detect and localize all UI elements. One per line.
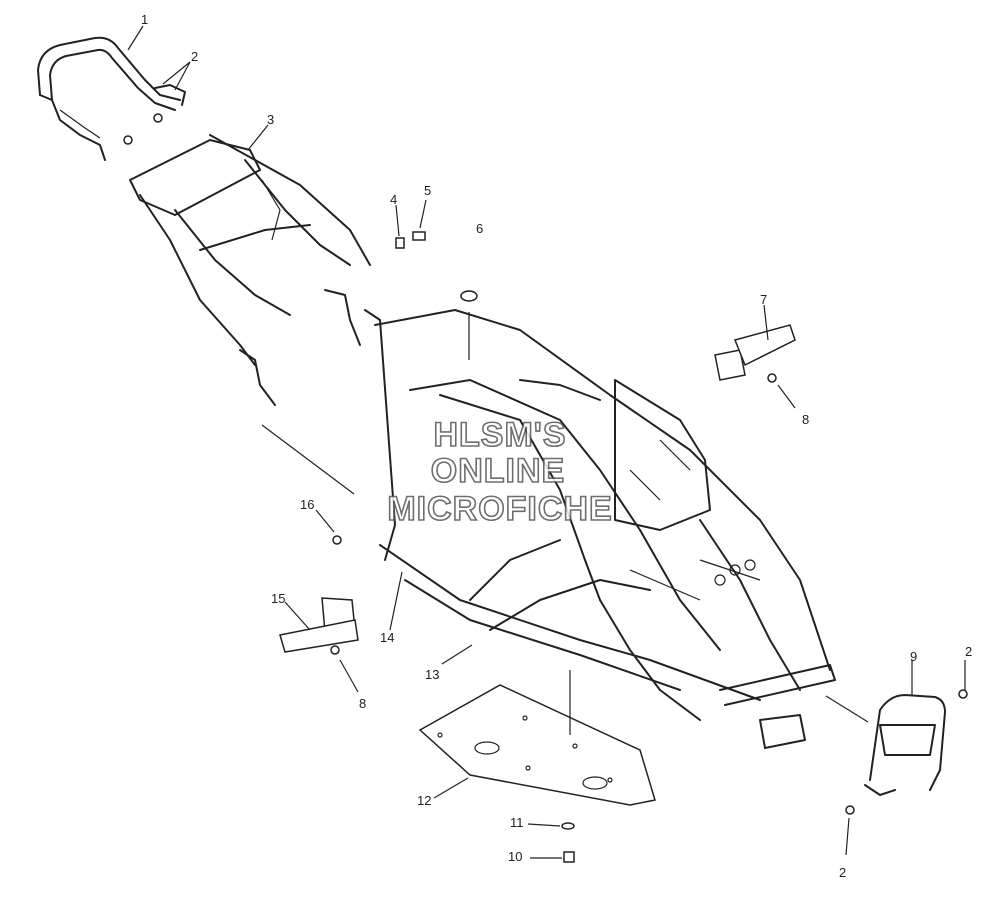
- watermark-line-1: HLSM'S: [433, 416, 566, 454]
- callout-16: 16: [300, 497, 314, 512]
- callout-15: 15: [271, 591, 285, 606]
- callout-9: 9: [910, 649, 917, 664]
- callout-7: 7: [760, 292, 767, 307]
- callout-3: 3: [267, 112, 274, 127]
- main-frame: [364, 309, 836, 749]
- callout-13: 13: [425, 667, 439, 682]
- part-7-footrest-right: [714, 324, 796, 381]
- watermark: HLSM'S ONLINE MICROFICHE: [387, 415, 613, 529]
- callout-labels: 1 2 3 4 5 6 7 8 16 15 14 8 13 9 2 12 11 …: [141, 12, 972, 880]
- watermark-line-3: MICROFICHE: [387, 490, 612, 528]
- callout-12: 12: [417, 793, 431, 808]
- part-3-rear-subframe: [129, 134, 371, 406]
- part-1-rear-rack-bar: [37, 36, 186, 161]
- callout-11: 11: [510, 815, 524, 830]
- callout-8-left: 8: [359, 696, 366, 711]
- part-15-footrest-left: [279, 597, 359, 653]
- callout-1: 1: [141, 12, 148, 27]
- callout-10: 10: [508, 849, 522, 864]
- callout-5: 5: [424, 183, 431, 198]
- callout-6: 6: [476, 221, 483, 236]
- part-9-front-bumper: [864, 694, 946, 796]
- callout-14: 14: [380, 630, 394, 645]
- part-12-skid-plate: [418, 684, 656, 806]
- callout-2-front-bottom: 2: [839, 865, 846, 880]
- callout-8-right: 8: [802, 412, 809, 427]
- leader-lines: [127, 25, 966, 859]
- callout-2-front-top: 2: [965, 644, 972, 659]
- callout-2-rear: 2: [191, 49, 198, 64]
- hardware: [123, 113, 968, 863]
- watermark-line-2: ONLINE: [431, 452, 565, 490]
- callout-4: 4: [390, 192, 397, 207]
